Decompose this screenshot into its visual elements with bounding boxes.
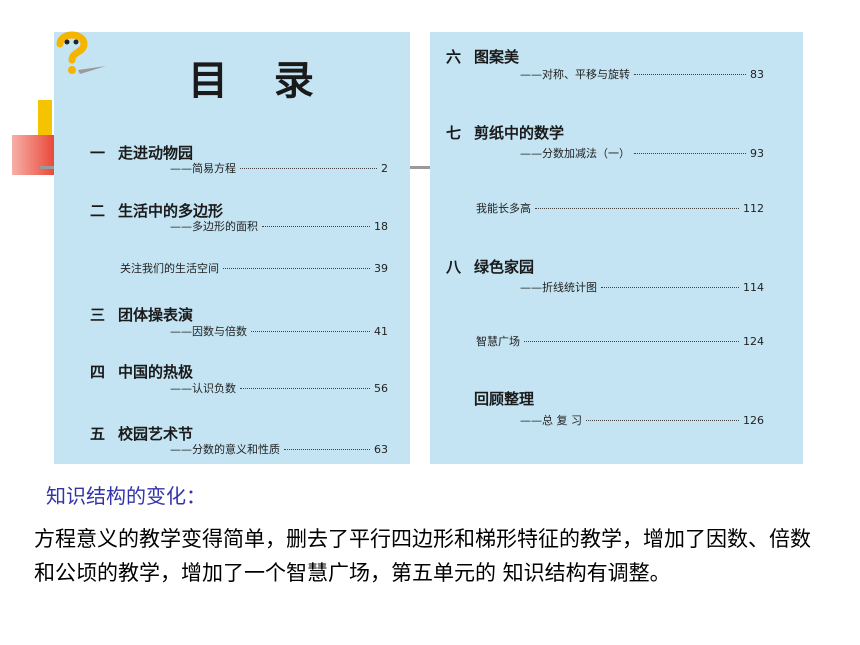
toc-chapter-5: 五校园艺术节	[90, 425, 194, 443]
decorative-red-block	[12, 135, 60, 175]
toc-chapter-1: 一走进动物园	[90, 144, 194, 162]
question-mark-mascot-icon	[56, 31, 106, 74]
decorative-yellow-bar	[38, 100, 52, 136]
toc-chapter-4: 四中国的热极	[90, 363, 194, 381]
body-paragraph: 方程意义的教学变得简单，删去了平行四边形和梯形特征的教学，增加了因数、倍数和公顷…	[34, 527, 811, 585]
toc-chapter-6: 六图案美	[446, 48, 520, 66]
toc-entry-7: ——分数加减法（一）93	[520, 147, 764, 160]
toc-right-panel	[430, 32, 803, 464]
toc-chapter-8: 八绿色家园	[446, 258, 535, 276]
section-caption: 知识结构的变化：	[46, 484, 206, 508]
toc-chapter-review: 回顾整理	[474, 390, 535, 408]
toc-left-panel	[54, 32, 410, 464]
toc-chapter-7: 七剪纸中的数学	[446, 124, 565, 142]
toc-chapter-2: 二生活中的多边形	[90, 202, 224, 220]
page-title: 目 录	[188, 57, 330, 104]
toc-chapter-3: 三团体操表演	[90, 306, 194, 324]
